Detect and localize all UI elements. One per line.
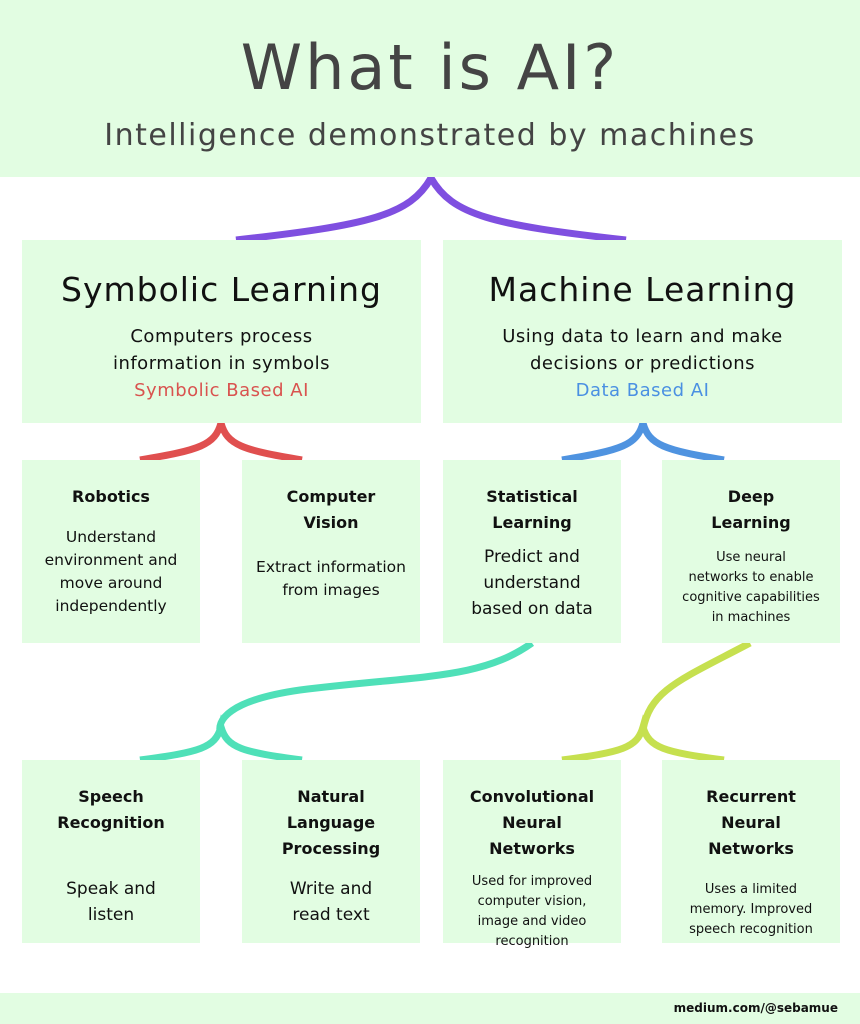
box-title: Computer Vision <box>286 487 376 532</box>
box-desc: Extract information from images <box>256 558 406 599</box>
nlp-box: Natural Language Processing Write and re… <box>242 760 420 943</box>
box-title: Statistical Learning <box>486 487 578 532</box>
box-title: Natural Language Processing <box>281 787 381 858</box>
connector-red <box>139 409 303 464</box>
box-desc: Using data to learn and make decisions o… <box>502 326 783 374</box>
statistical-learning-box: Statistical Learning Predict and underst… <box>443 460 621 643</box>
box-desc: Uses a limited memory. Improved speech r… <box>689 882 813 937</box>
connector-purple <box>235 170 627 244</box>
box-desc: Write and read text <box>289 879 373 925</box>
box-tag: Data Based AI <box>575 380 710 401</box>
speech-recognition-box: Speech Recognition Speak and listen <box>22 760 200 943</box>
box-desc: Use neural networks to enable cognitive … <box>682 550 820 625</box>
cnn-box: Convolutional Neural Networks Used for i… <box>443 760 621 949</box>
box-title: Machine Learning <box>488 270 797 309</box>
connector-blue <box>561 409 725 464</box>
box-desc: Computers process information in symbols <box>112 326 331 374</box>
connector-teal <box>139 640 535 764</box>
box-title: Robotics <box>72 487 150 506</box>
connector-lime <box>561 639 752 764</box>
page-subtitle: Intelligence demonstrated by machines <box>104 118 756 153</box>
header: What is AI? Intelligence demonstrated by… <box>0 0 860 177</box>
symbolic-learning-box: Symbolic Learning Computers process info… <box>22 240 421 423</box>
box-desc: Understand environment and move around i… <box>44 528 178 615</box>
box-title: Deep Learning <box>711 487 791 532</box>
page-title: What is AI? <box>240 31 620 104</box>
deep-learning-box: Deep Learning Use neural networks to ena… <box>662 460 840 643</box>
box-desc: Used for improved computer vision, image… <box>471 874 593 949</box>
box-title: Convolutional Neural Networks <box>469 787 595 858</box>
box-tag: Symbolic Based AI <box>134 380 309 401</box>
box-title: Speech Recognition <box>57 787 165 832</box>
box-title: Recurrent Neural Networks <box>706 787 796 858</box>
footer-credit: medium.com/@sebamue <box>673 1001 838 1015</box>
box-desc: Speak and listen <box>66 879 156 925</box>
box-title: Symbolic Learning <box>61 270 382 309</box>
rnn-box: Recurrent Neural Networks Uses a limited… <box>662 760 840 943</box>
box-desc: Predict and understand based on data <box>471 547 593 619</box>
footer: medium.com/@sebamue <box>0 993 860 1024</box>
robotics-box: Robotics Understand environment and move… <box>22 460 200 643</box>
machine-learning-box: Machine Learning Using data to learn and… <box>443 240 842 423</box>
computer-vision-box: Computer Vision Extract information from… <box>242 460 420 643</box>
